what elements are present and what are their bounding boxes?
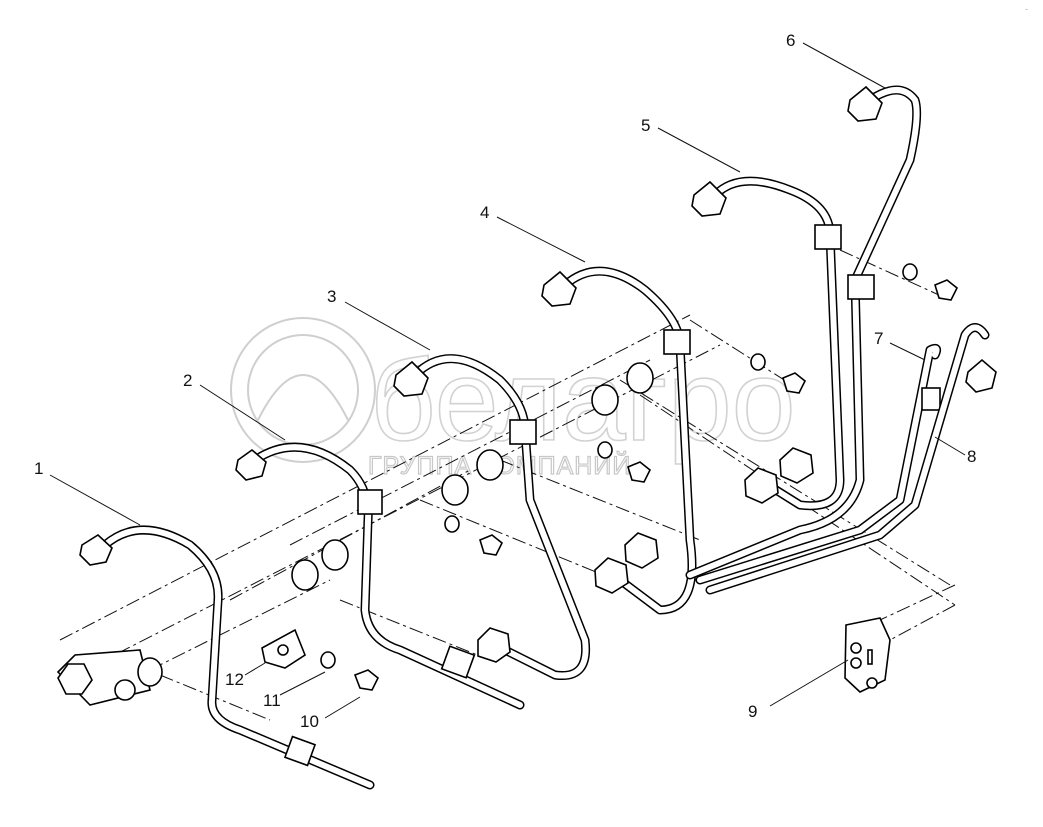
callout-7: 7 bbox=[874, 329, 883, 348]
pipe-3 bbox=[393, 354, 591, 681]
callout-3: 3 bbox=[327, 287, 336, 306]
watermark-brand: белагро bbox=[370, 337, 796, 465]
pipe-5 bbox=[691, 176, 845, 511]
callout-11: 11 bbox=[263, 691, 281, 710]
port-fittings bbox=[291, 362, 654, 591]
callouts: 1 2 3 4 5 6 7 8 9 10 11 12 bbox=[34, 31, 976, 731]
callout-10: 10 bbox=[300, 712, 319, 731]
bracket-clamp bbox=[844, 617, 891, 693]
watermark-logo-outer bbox=[230, 317, 376, 463]
callout-6: 6 bbox=[786, 31, 795, 50]
callout-1: 1 bbox=[34, 459, 43, 478]
watermark-logo-inner bbox=[247, 334, 359, 446]
callout-8: 8 bbox=[967, 447, 976, 466]
pipe-6 bbox=[685, 85, 922, 580]
pipe-7 bbox=[695, 343, 942, 585]
corner-mark: - bbox=[1025, 4, 1028, 14]
callout-2: 2 bbox=[183, 371, 192, 390]
leader-lines bbox=[49, 42, 966, 719]
fuel-rail bbox=[56, 649, 163, 706]
small-clamp bbox=[261, 628, 306, 669]
callout-5: 5 bbox=[641, 116, 650, 135]
pipe-4 bbox=[541, 266, 697, 615]
callout-9: 9 bbox=[748, 702, 757, 721]
pipe-1 bbox=[79, 525, 375, 790]
pipe-8 bbox=[705, 323, 997, 595]
bolts bbox=[353, 279, 959, 691]
pipe-2 bbox=[235, 442, 525, 710]
watermark-logo-arc bbox=[257, 374, 349, 421]
callout-4: 4 bbox=[480, 203, 489, 222]
washers bbox=[320, 263, 918, 669]
callout-12: 12 bbox=[225, 670, 244, 689]
